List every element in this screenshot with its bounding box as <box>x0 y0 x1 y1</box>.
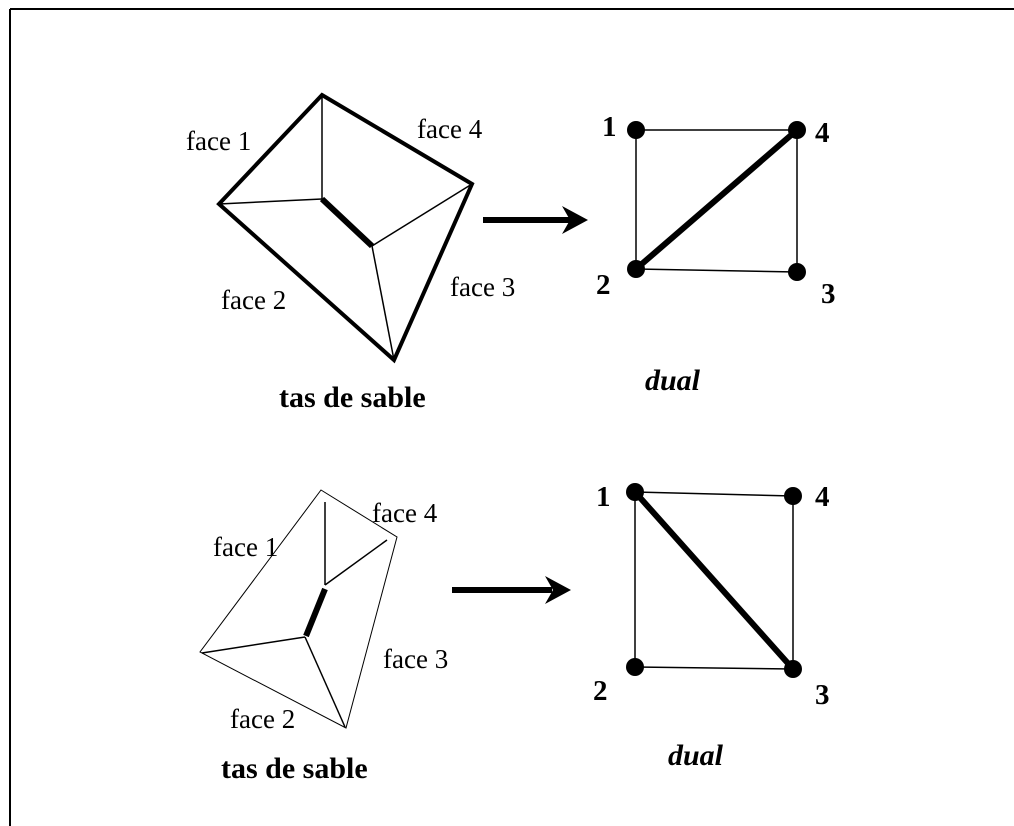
bottom-dual-node-4 <box>784 487 802 505</box>
top-example: face 1 face 4 face 3 face 2 tas de sable… <box>186 92 836 414</box>
bottom-dual-edge-2-3 <box>634 666 794 670</box>
top-sandpile-central-ridge <box>319 196 375 249</box>
bottom-dual-node-2-label: 2 <box>593 675 608 707</box>
bottom-dual-node-2 <box>626 658 644 676</box>
bottom-dual-highlighted-edge <box>632 490 796 671</box>
top-dual-graph: 1 4 2 3 dual <box>596 111 836 397</box>
top-dual-node-2-label: 2 <box>596 269 611 301</box>
bottom-face-2-label: face 2 <box>230 704 295 734</box>
top-sandpile-ridge <box>371 245 395 361</box>
top-dual-node-3-label: 3 <box>821 278 836 310</box>
bottom-dual-node-4-label: 4 <box>815 481 830 513</box>
top-dual-edge-2-3 <box>635 268 798 273</box>
bottom-sandpile-ridge <box>324 539 388 586</box>
top-dual-node-2 <box>627 260 645 278</box>
top-face-3-label: face 3 <box>450 272 515 302</box>
bottom-dual-node-1-label: 1 <box>596 481 611 513</box>
top-sandpile: face 1 face 4 face 3 face 2 tas de sable <box>186 92 515 414</box>
top-dual-node-3 <box>788 263 806 281</box>
bottom-example: face 1 face 4 face 3 face 2 tas de sable… <box>199 481 830 785</box>
top-face-4-label: face 4 <box>417 114 483 144</box>
bottom-dual-graph: 1 4 2 3 dual <box>593 481 830 772</box>
bottom-dual-caption: dual <box>668 739 724 772</box>
top-dual-node-1-label: 1 <box>602 111 617 143</box>
bottom-sandpile-outline <box>199 489 398 729</box>
top-face-2-label: face 2 <box>221 285 286 315</box>
bottom-face-4-label: face 4 <box>372 498 438 528</box>
top-sandpile-caption: tas de sable <box>279 381 426 414</box>
bottom-dual-edge-1-4 <box>634 491 794 497</box>
top-face-1-label: face 1 <box>186 126 251 156</box>
bottom-dual-node-1 <box>626 483 644 501</box>
top-dual-node-1 <box>627 121 645 139</box>
top-dual-caption: dual <box>645 364 701 397</box>
bottom-face-3-label: face 3 <box>383 644 448 674</box>
top-dual-node-4 <box>788 121 806 139</box>
bottom-sandpile-central-ridge <box>303 587 328 638</box>
bottom-sandpile: face 1 face 4 face 3 face 2 tas de sable <box>199 489 448 785</box>
top-sandpile-ridge <box>218 198 323 205</box>
bottom-dual-node-3-label: 3 <box>815 679 830 711</box>
bottom-dual-node-3 <box>784 660 802 678</box>
bottom-sandpile-caption: tas de sable <box>221 752 368 785</box>
top-dual-node-4-label: 4 <box>815 117 830 149</box>
bottom-sandpile-ridge <box>201 636 306 654</box>
bottom-sandpile-ridge <box>304 636 346 728</box>
bottom-arrow <box>452 576 571 604</box>
top-dual-highlighted-edge <box>634 127 799 272</box>
top-arrow <box>483 206 588 234</box>
top-sandpile-ridge <box>371 183 473 247</box>
bottom-face-1-label: face 1 <box>213 532 278 562</box>
